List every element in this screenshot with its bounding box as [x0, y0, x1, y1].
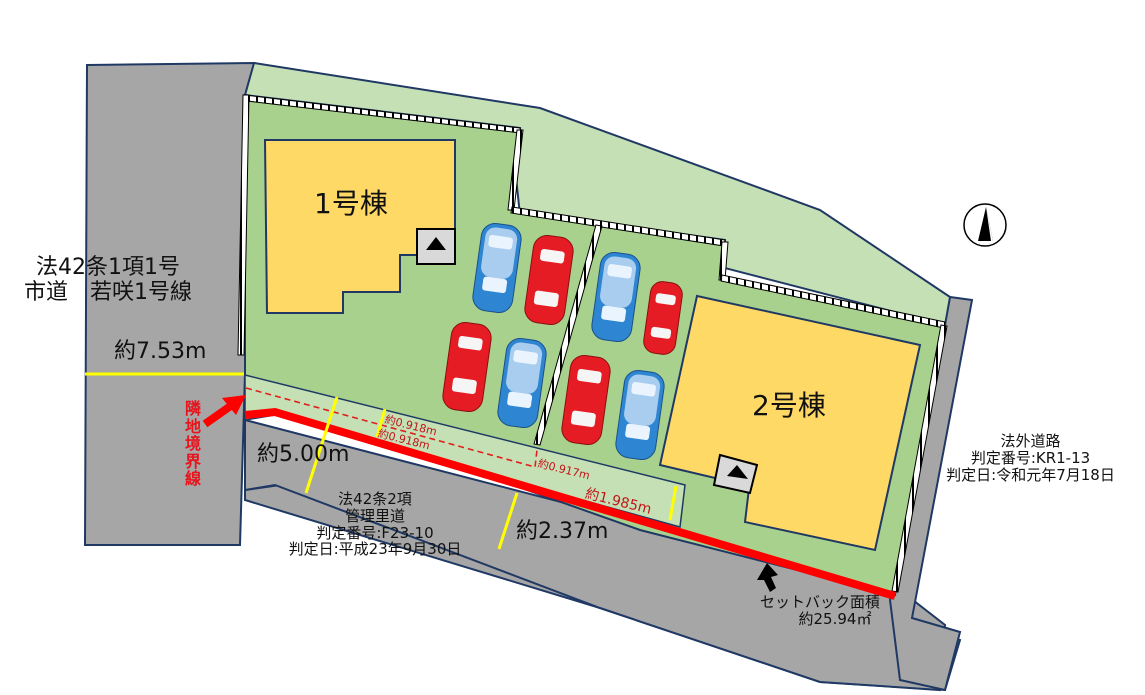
building-1: [263, 139, 456, 314]
boundary-char: 境: [184, 434, 201, 454]
east-road-ruling-date: 判定日:令和元年7月18日: [946, 465, 1115, 484]
up-triangle-icon: [727, 465, 748, 479]
west-road-law: 法42条1項1号: [36, 255, 180, 280]
south-road-law: 法42条2項: [338, 490, 412, 508]
boundary-char: 隣: [184, 399, 201, 418]
fence: [237, 94, 948, 593]
boundary-char: 線: [184, 469, 201, 489]
south-road-type: 管理里道: [344, 506, 405, 525]
boundary-char: 地: [184, 416, 201, 436]
setback-arrow-icon: [757, 563, 778, 592]
building-2: [658, 294, 922, 552]
up-triangle-icon: [426, 237, 446, 250]
south-road-ruling-date: 判定日:平成23年9月30日: [288, 540, 462, 559]
south-road-label: 法42条2項 管理里道 判定番号:F23-10 判定日:平成23年9月30日: [255, 491, 495, 558]
setback-area-label: セットバック面積 約25.94㎡: [745, 594, 895, 628]
parking-cars: [442, 222, 683, 461]
west-road-width: 約7.53m: [114, 339, 207, 364]
setback-area-title: セットバック面積: [759, 593, 880, 611]
south-road-width-west: 約5.00m: [257, 442, 350, 467]
building-2-label: 2号棟: [752, 389, 826, 422]
south-road-ruling-number: 判定番号:F23-10: [316, 523, 434, 542]
east-road-type: 法外道路: [1000, 432, 1061, 450]
north-arrow-icon: [963, 203, 1007, 247]
east-road: [888, 295, 974, 692]
west-road-label: 法42条1項1号 市道 若咲1号線: [24, 255, 192, 305]
boundary-dashed-line: [245, 387, 538, 469]
west-road-name: 市道 若咲1号線: [24, 279, 192, 305]
east-road-ruling-number: 判定番号:KR1-13: [970, 448, 1091, 467]
boundary-char: 界: [184, 451, 201, 471]
west-road: [83, 61, 256, 546]
setback-line: [244, 407, 897, 600]
east-road-label: 法外道路 判定番号:KR1-13 判定日:令和元年7月18日: [918, 433, 1143, 483]
dimension-lines: [85, 372, 678, 550]
boundary-arrow-icon: [202, 395, 246, 428]
south-road-width-east: 約2.37m: [516, 519, 609, 544]
setback-area-value: 約25.94㎡: [798, 609, 872, 628]
boundary-label: 隣 地 境 界 線: [183, 400, 203, 488]
building-1-label: 1号棟: [314, 187, 388, 220]
